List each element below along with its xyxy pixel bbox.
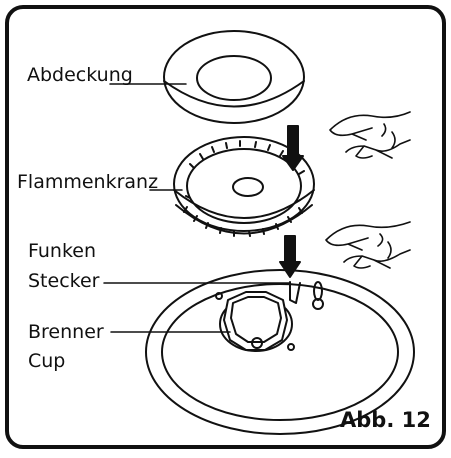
burner-cup-label-line2: Cup (28, 350, 66, 372)
base-plate-part (145, 269, 415, 435)
cover-part (163, 30, 305, 124)
burner-cup-label-line1: Brenner (28, 321, 104, 343)
flame-ring-part (173, 136, 315, 237)
figure-frame (5, 5, 446, 449)
pointing-hand-icon (329, 111, 411, 159)
spark-plug-label-line1: Funken (28, 240, 97, 262)
cover-label: Abdeckung (27, 64, 133, 86)
down-arrow-icon (279, 235, 301, 278)
pointing-hand-icon (325, 221, 411, 269)
flame-ring-label: Flammenkranz (17, 171, 159, 193)
figure-number: Abb. 12 (340, 408, 431, 432)
down-arrow-icon (282, 125, 304, 171)
spark-plug-label-line2: Stecker (28, 270, 100, 292)
